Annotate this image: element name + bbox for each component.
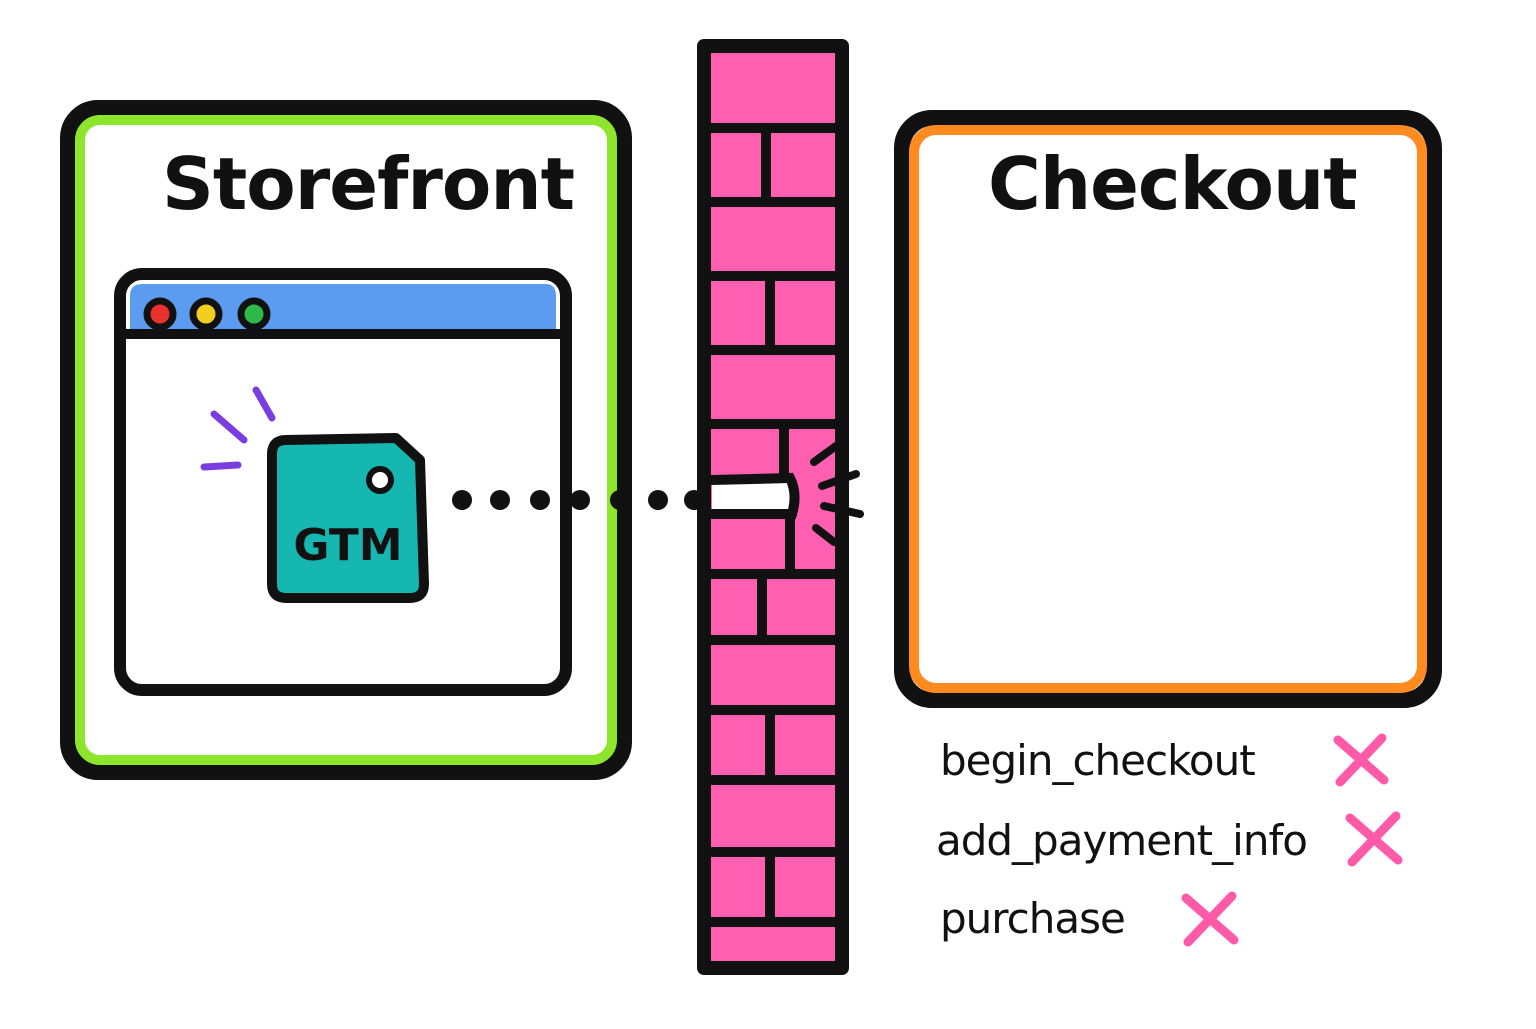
impact-lines-icon (810, 442, 864, 546)
checkout-panel-border (909, 125, 1427, 693)
window-dot-green[interactable] (237, 297, 271, 331)
event-label-begin-checkout: begin_checkout (940, 736, 1256, 785)
gtm-tag-label: GTM (293, 520, 402, 571)
begin-checkout-blocked-x-icon (1333, 733, 1389, 787)
gtm-tag-hole-icon (366, 466, 394, 494)
window-dot-red[interactable] (143, 297, 177, 331)
brick-wall (697, 39, 849, 975)
storefront-panel-border (75, 115, 617, 765)
add-payment-info-blocked-x-icon (1345, 811, 1403, 867)
purchase-blocked-x-icon (1181, 891, 1239, 947)
browser-title-bar (130, 284, 556, 330)
checkout-panel (894, 110, 1442, 708)
event-label-purchase: purchase (940, 894, 1126, 943)
checkout-title: Checkout (988, 142, 1358, 226)
storefront-title: Storefront (162, 142, 575, 226)
event-label-add-payment-info: add_payment_info (936, 816, 1308, 865)
spark-lines-icon (200, 386, 276, 471)
gtm-tag-icon[interactable] (267, 433, 429, 603)
window-dot-yellow[interactable] (189, 297, 223, 331)
